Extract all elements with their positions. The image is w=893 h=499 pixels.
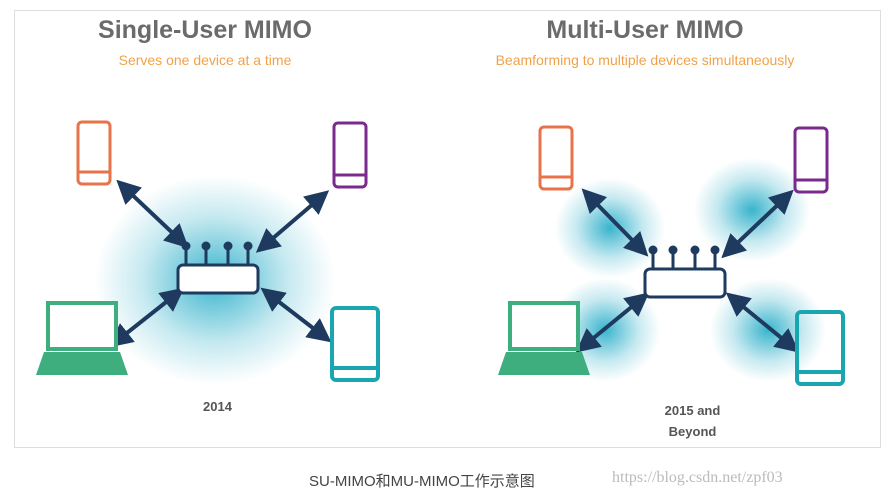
mu-mimo-title: Multi-User MIMO xyxy=(546,16,744,44)
su-year-label: 2014 xyxy=(203,399,232,414)
mu-year-line2: Beyond xyxy=(668,424,717,439)
su-mimo-subtitle: Serves one device at a time xyxy=(118,52,292,68)
laptop-icon xyxy=(36,301,128,375)
tablet-icon xyxy=(330,306,380,382)
laptop-icon xyxy=(498,301,590,375)
figure-caption: SU-MIMO和MU-MIMO工作示意图 xyxy=(309,473,535,490)
phone-icon xyxy=(793,126,829,194)
mu-mimo-subtitle: Beamforming to multiple devices simultan… xyxy=(495,52,795,68)
phone-icon xyxy=(332,121,368,189)
phone-icon xyxy=(76,120,112,186)
router-icon xyxy=(176,241,260,295)
watermark-url: https://blog.csdn.net/zpf03 xyxy=(612,469,783,486)
phone-icon xyxy=(538,125,574,191)
mu-year-line1: 2015 and xyxy=(664,403,721,418)
arrows xyxy=(108,179,800,353)
tablet-icon xyxy=(795,310,845,386)
mu-year-label: 2015 and Beyond xyxy=(650,400,735,442)
su-mimo-title: Single-User MIMO xyxy=(98,16,312,44)
figure-frame xyxy=(14,10,881,448)
router-icon xyxy=(643,245,727,299)
